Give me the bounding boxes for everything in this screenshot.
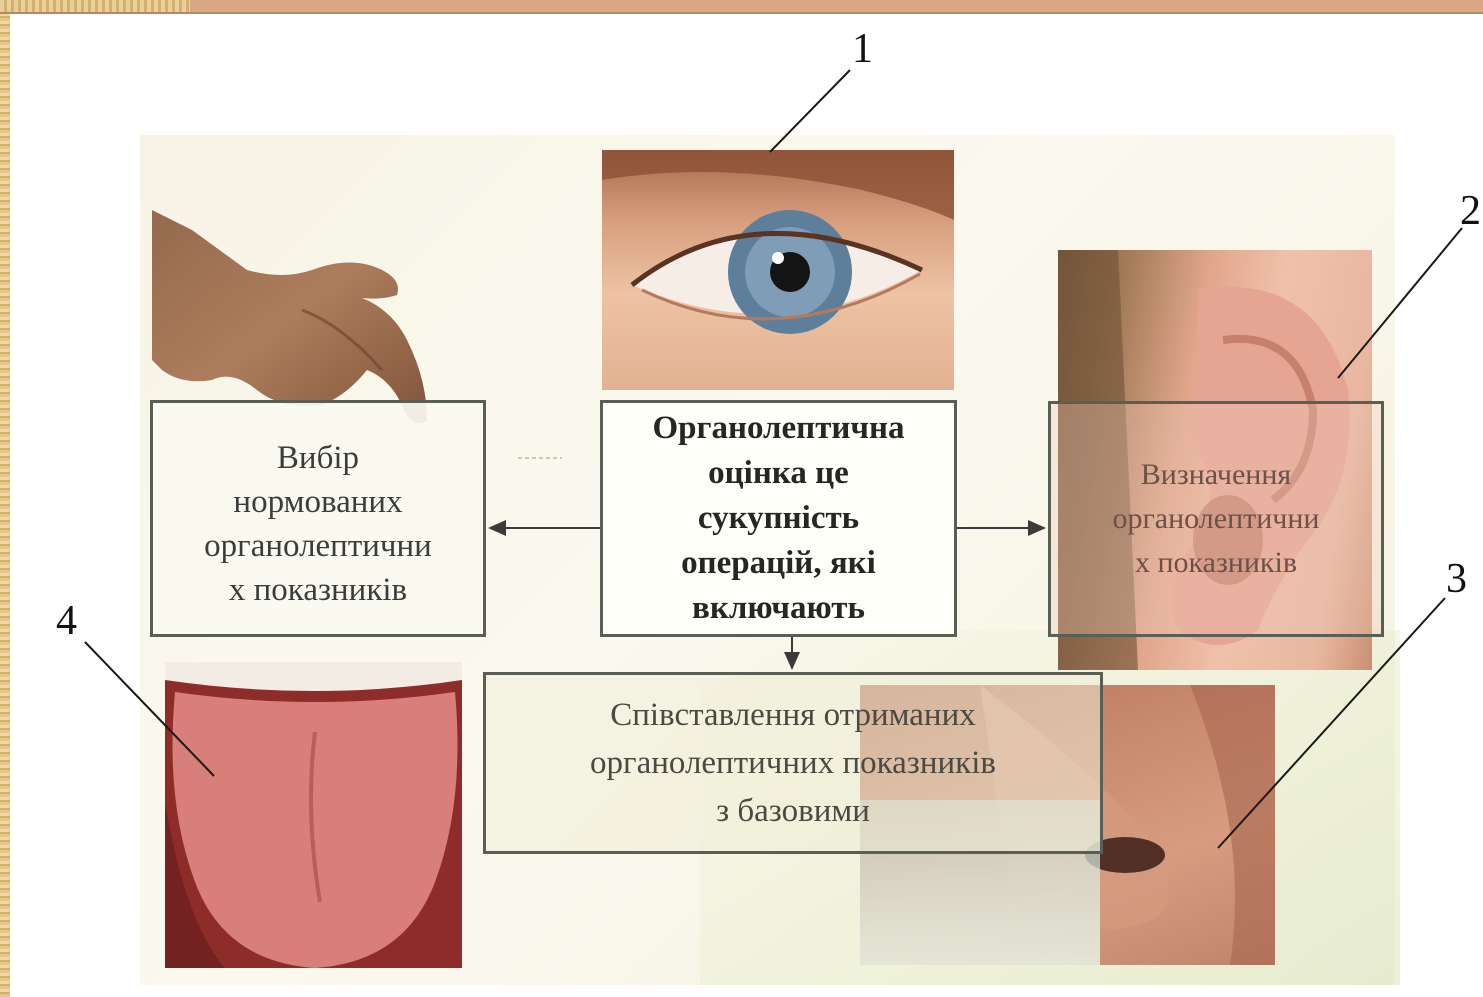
box-line: х показників [204,568,432,612]
box-line: органолептични [1113,497,1320,541]
box-line: сукупність [652,496,904,541]
box-line: операцій, які [652,541,904,586]
determine-indicators-box: Визначення органолептични х показників [1048,401,1384,637]
callout-number-eye: 1 [852,28,873,70]
callout-line-tongue [85,642,214,776]
box-line: органолептичних показників [590,739,996,787]
box-line: оцінка це [652,451,904,496]
box-line: Співставлення отриманих [590,691,996,739]
box-line: нормованих [204,480,432,524]
select-indicators-box: Вибір нормованих органолептични х показн… [150,400,486,637]
comparison-box: Співставлення отриманих органолептичних … [483,672,1103,854]
box-line: Вибір [204,436,432,480]
box-line: х показників [1113,541,1320,585]
box-line: Органолептична [652,406,904,451]
box-line: Визначення [1113,453,1320,497]
callout-line-ear [1338,228,1462,378]
callout-number-tongue: 4 [56,600,77,642]
callout-line-eye [770,70,850,152]
box-line: включають [652,586,904,631]
definition-box: Органолептична оцінка це сукупність опер… [600,400,957,637]
box-line: з базовими [590,787,996,835]
callout-number-ear: 2 [1460,190,1481,232]
callout-number-nose: 3 [1446,558,1467,600]
box-line: органолептични [204,524,432,568]
